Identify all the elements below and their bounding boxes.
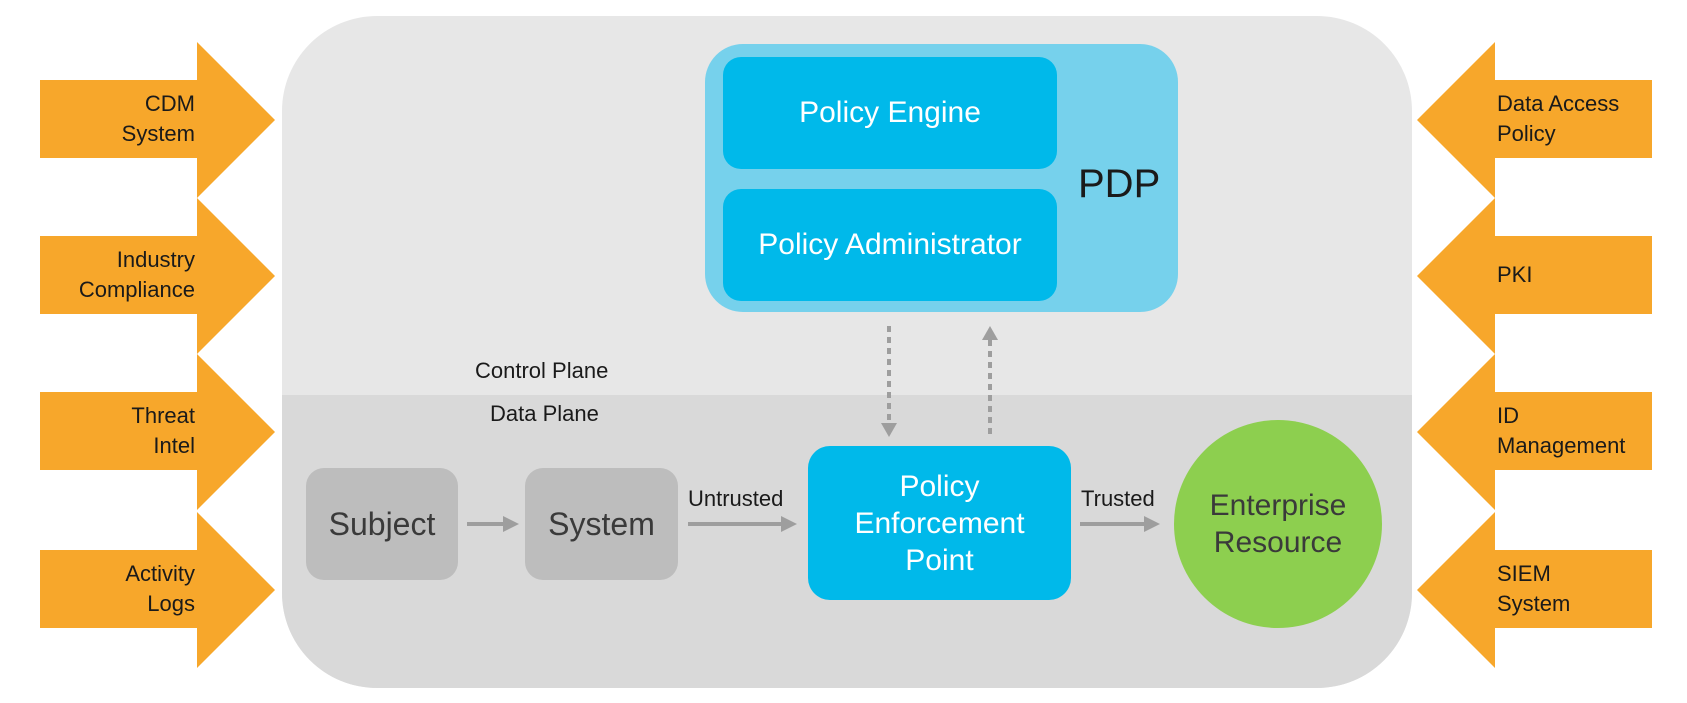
subject-box <box>306 468 458 580</box>
policy-engine-box <box>723 57 1057 169</box>
right-input-arrows <box>1417 42 1652 668</box>
subject-label: Subject <box>306 468 458 580</box>
pdp-pep-connectors <box>881 326 998 438</box>
left-input-arrows <box>40 42 275 668</box>
arrow-data-access-policy <box>1417 42 1652 198</box>
policy-administrator-box <box>723 189 1057 301</box>
enterprise-resource-circle <box>1174 420 1382 628</box>
arrow-industry-compliance <box>40 198 275 354</box>
pep-to-resource-arrowhead <box>1144 516 1160 532</box>
pdp-label: PDP <box>1078 162 1161 206</box>
arrow-siem-system <box>1417 512 1652 668</box>
arrow-pki <box>1417 198 1652 354</box>
flow-arrows <box>467 516 1160 532</box>
arrow-id-management <box>1417 354 1652 510</box>
policy-administrator-label: Policy Administrator <box>723 189 1057 301</box>
policy-engine-label: Policy Engine <box>723 57 1057 169</box>
system-text: System <box>548 505 655 542</box>
subject-text: Subject <box>328 505 436 542</box>
system-label: System <box>525 468 678 580</box>
policy-engine-text: Policy Engine <box>799 96 981 129</box>
system-box <box>525 468 678 580</box>
data-plane-label: Data Plane <box>490 401 599 426</box>
right-input-label-pki: PKI <box>1497 244 1652 306</box>
system-to-pep-arrowhead <box>781 516 797 532</box>
trusted-label: Trusted <box>1081 486 1155 511</box>
arrow-threat-intel <box>40 354 275 510</box>
right-input-text: PKI <box>1497 262 1533 287</box>
arrow-activity-logs <box>40 512 275 668</box>
arrow-cdm-system <box>40 42 275 198</box>
subject-to-system-arrowhead <box>503 516 519 532</box>
pep-box <box>808 446 1071 600</box>
control-plane-label: Control Plane <box>475 358 609 383</box>
untrusted-label: Untrusted <box>688 486 784 511</box>
policy-administrator-text: Policy Administrator <box>758 228 1022 261</box>
dotted-down-arrowhead <box>881 423 897 437</box>
dotted-up-arrowhead <box>982 326 998 340</box>
